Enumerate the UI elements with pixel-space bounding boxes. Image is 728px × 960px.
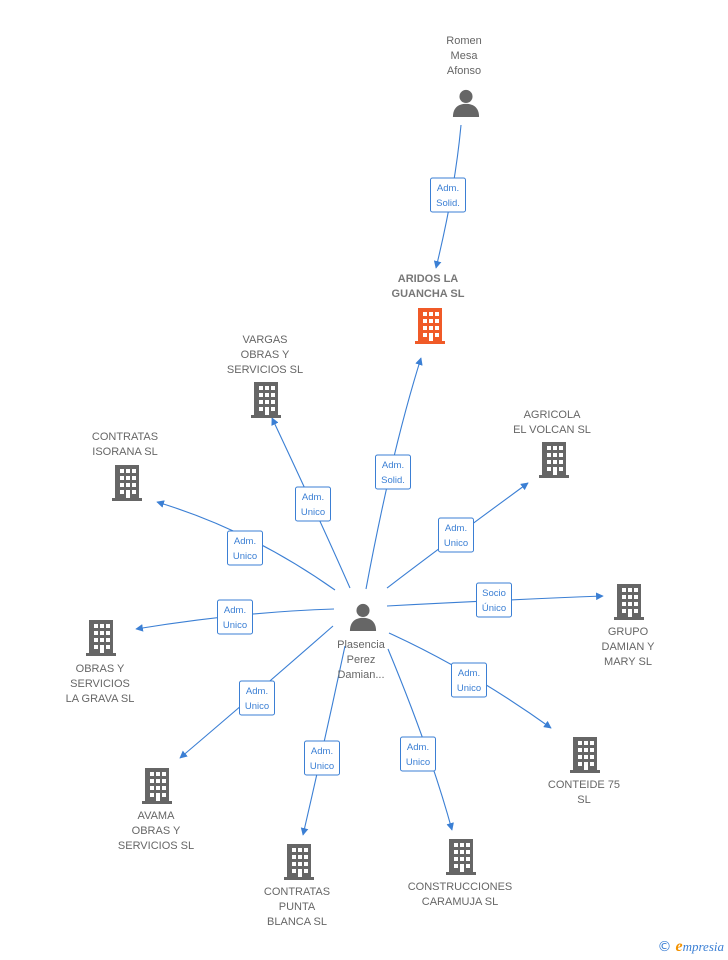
person-icon-center[interactable] bbox=[349, 603, 377, 631]
edge-label-box-aridos[interactable] bbox=[430, 177, 466, 213]
building-icon-lagrava[interactable] bbox=[86, 620, 116, 656]
edge-label-text: Solid. bbox=[381, 475, 405, 486]
edge-label-box-lagrava[interactable] bbox=[217, 599, 253, 635]
building-icon-avama[interactable] bbox=[142, 768, 172, 804]
person-icon-romen[interactable] bbox=[452, 89, 480, 117]
edge-label-text: Unico bbox=[233, 551, 257, 562]
node-label-caramuja[interactable]: CONSTRUCCIONES bbox=[408, 881, 513, 893]
building-icon-isorana[interactable] bbox=[112, 465, 142, 501]
node-label-lagrava[interactable]: LA GRAVA SL bbox=[66, 693, 135, 705]
node-label-grupo[interactable]: GRUPO bbox=[608, 626, 649, 638]
node-label-agricola[interactable]: EL VOLCAN SL bbox=[513, 424, 591, 436]
node-label-punta[interactable]: PUNTA bbox=[279, 901, 316, 913]
edge-label-text: Adm. bbox=[407, 742, 429, 753]
building-icon-conteide[interactable] bbox=[570, 737, 600, 773]
edge-label-box-grupo[interactable] bbox=[476, 582, 512, 618]
node-label-vargas[interactable]: SERVICIOS SL bbox=[227, 364, 303, 376]
edge-center-to-punta bbox=[300, 645, 346, 836]
edge-label-text: Unico bbox=[444, 538, 468, 549]
edge-label-box-punta[interactable] bbox=[304, 740, 340, 776]
node-label-aridos[interactable]: GUANCHA SL bbox=[392, 288, 465, 300]
node-label-agricola[interactable]: AGRICOLA bbox=[524, 409, 582, 421]
edge-label-text: Socio bbox=[482, 588, 506, 599]
edge-label-text: Solid. bbox=[436, 198, 460, 209]
edge-label-text: Adm. bbox=[458, 668, 480, 679]
node-label-vargas[interactable]: OBRAS Y bbox=[241, 349, 290, 361]
edge-label-text: Unico bbox=[245, 701, 269, 712]
node-label-grupo[interactable]: DAMIAN Y bbox=[602, 641, 656, 653]
edge-label-text: Adm. bbox=[437, 183, 459, 194]
node-label-avama[interactable]: SERVICIOS SL bbox=[118, 840, 194, 852]
edge-label-text: Unico bbox=[457, 683, 481, 694]
edge-label-text: Unico bbox=[310, 761, 334, 772]
node-label-romen[interactable]: Romen bbox=[446, 35, 481, 47]
edge-label-text: Adm. bbox=[224, 605, 246, 616]
edge-label-text: Adm. bbox=[382, 460, 404, 471]
edge-label-text: Unico bbox=[223, 620, 247, 631]
edge-label-text: Unico bbox=[301, 507, 325, 518]
node-label-grupo[interactable]: MARY SL bbox=[604, 656, 652, 668]
node-label-center[interactable]: Perez bbox=[347, 654, 376, 666]
edge-label-box-aridos[interactable] bbox=[375, 454, 411, 490]
node-label-romen[interactable]: Afonso bbox=[447, 65, 481, 77]
node-label-aridos[interactable]: ARIDOS LA bbox=[398, 273, 459, 285]
edge-label-box-avama[interactable] bbox=[239, 680, 275, 716]
edge-label-text: Único bbox=[482, 603, 506, 614]
node-label-avama[interactable]: OBRAS Y bbox=[132, 825, 181, 837]
edge-label-text: Adm. bbox=[445, 523, 467, 534]
node-label-conteide[interactable]: SL bbox=[577, 794, 590, 806]
building-icon-aridos[interactable] bbox=[415, 308, 445, 344]
node-label-punta[interactable]: BLANCA SL bbox=[267, 916, 327, 928]
edge-label-box-vargas[interactable] bbox=[295, 486, 331, 522]
node-label-center[interactable]: Damian... bbox=[337, 669, 384, 681]
copyright-icon: © bbox=[657, 939, 672, 955]
building-icon-caramuja[interactable] bbox=[446, 839, 476, 875]
edge-label-box-conteide[interactable] bbox=[451, 662, 487, 698]
node-label-lagrava[interactable]: OBRAS Y bbox=[76, 663, 125, 675]
node-label-lagrava[interactable]: SERVICIOS bbox=[70, 678, 130, 690]
edge-label-text: Adm. bbox=[311, 746, 333, 757]
node-label-isorana[interactable]: CONTRATAS bbox=[92, 431, 158, 443]
building-icon-punta[interactable] bbox=[284, 844, 314, 880]
footer-brand: © empresia bbox=[657, 938, 724, 956]
edge-label-text: Adm. bbox=[246, 686, 268, 697]
edge-label-text: Adm. bbox=[234, 536, 256, 547]
node-label-vargas[interactable]: VARGAS bbox=[242, 334, 287, 346]
edge-label-text: Unico bbox=[406, 757, 430, 768]
building-icon-agricola[interactable] bbox=[539, 442, 569, 478]
brand-logo[interactable]: empresia bbox=[675, 938, 724, 955]
node-label-avama[interactable]: AVAMA bbox=[138, 810, 176, 822]
edge-label-box-isorana[interactable] bbox=[227, 530, 263, 566]
edges-layer: Adm.Solid.Adm.Solid.Adm.UnicoAdm.UnicoAd… bbox=[135, 124, 604, 836]
building-icon-grupo[interactable] bbox=[614, 584, 644, 620]
node-label-punta[interactable]: CONTRATAS bbox=[264, 886, 330, 898]
node-label-romen[interactable]: Mesa bbox=[451, 50, 479, 62]
edge-label-box-caramuja[interactable] bbox=[400, 736, 436, 772]
node-label-caramuja[interactable]: CARAMUJA SL bbox=[422, 896, 498, 908]
building-icon-vargas[interactable] bbox=[251, 382, 281, 418]
edge-label-box-agricola[interactable] bbox=[438, 517, 474, 553]
edge-label-text: Adm. bbox=[302, 492, 324, 503]
node-label-isorana[interactable]: ISORANA SL bbox=[92, 446, 157, 458]
node-label-center[interactable]: Plasencia bbox=[337, 639, 386, 651]
node-label-conteide[interactable]: CONTEIDE 75 bbox=[548, 779, 620, 791]
